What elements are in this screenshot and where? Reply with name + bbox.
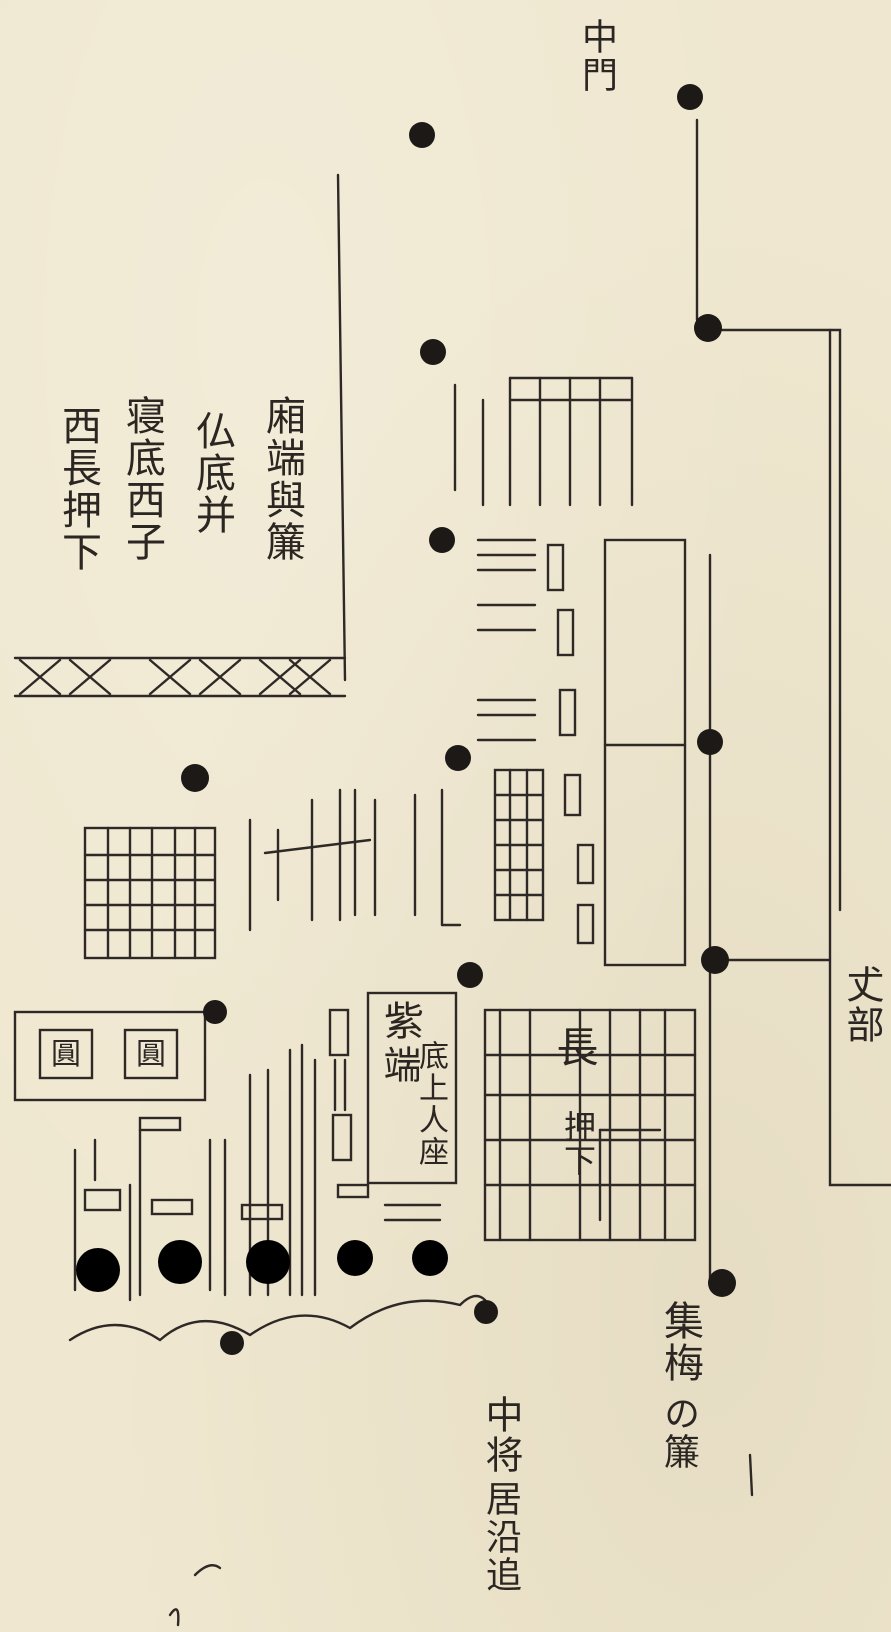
label-tou-note: 寝底西子 bbox=[119, 395, 165, 563]
label-sho-note: 底上人座 bbox=[413, 1040, 448, 1168]
label-chumon: 中門 bbox=[576, 18, 617, 94]
label-chujo: 中将 bbox=[479, 1395, 523, 1475]
enclosure-wall bbox=[336, 173, 347, 682]
pillar-dots bbox=[181, 84, 736, 1355]
label-butsudan-note: 仏底并 bbox=[189, 410, 235, 536]
room-rect bbox=[603, 538, 687, 967]
lattice-crosshatch bbox=[18, 658, 332, 696]
label-bashi: 端 bbox=[377, 1045, 421, 1085]
box-label-right: 圓 bbox=[136, 1037, 166, 1072]
outer-corridor-line-2 bbox=[828, 328, 891, 1187]
box-label-left: 圓 bbox=[51, 1037, 81, 1072]
label-shu-ken: 集梅 bbox=[657, 1300, 703, 1384]
outer-corridor-line bbox=[708, 328, 842, 912]
cloud-boundary bbox=[68, 1294, 487, 1342]
label-naga: 長 bbox=[550, 1025, 599, 1069]
label-hisashi-note: 廂端與簾 bbox=[259, 395, 305, 563]
label-oshi-shita: 押下 bbox=[559, 1110, 597, 1178]
label-daibu: 𠀋部 bbox=[840, 965, 884, 1045]
label-no-sudare: の簾 bbox=[658, 1395, 699, 1471]
label-murasaki: 紫 bbox=[377, 1000, 423, 1042]
label-nishi-note: 西長押下 bbox=[55, 405, 101, 573]
label-ishi-michi: 居沿追 bbox=[480, 1480, 521, 1594]
